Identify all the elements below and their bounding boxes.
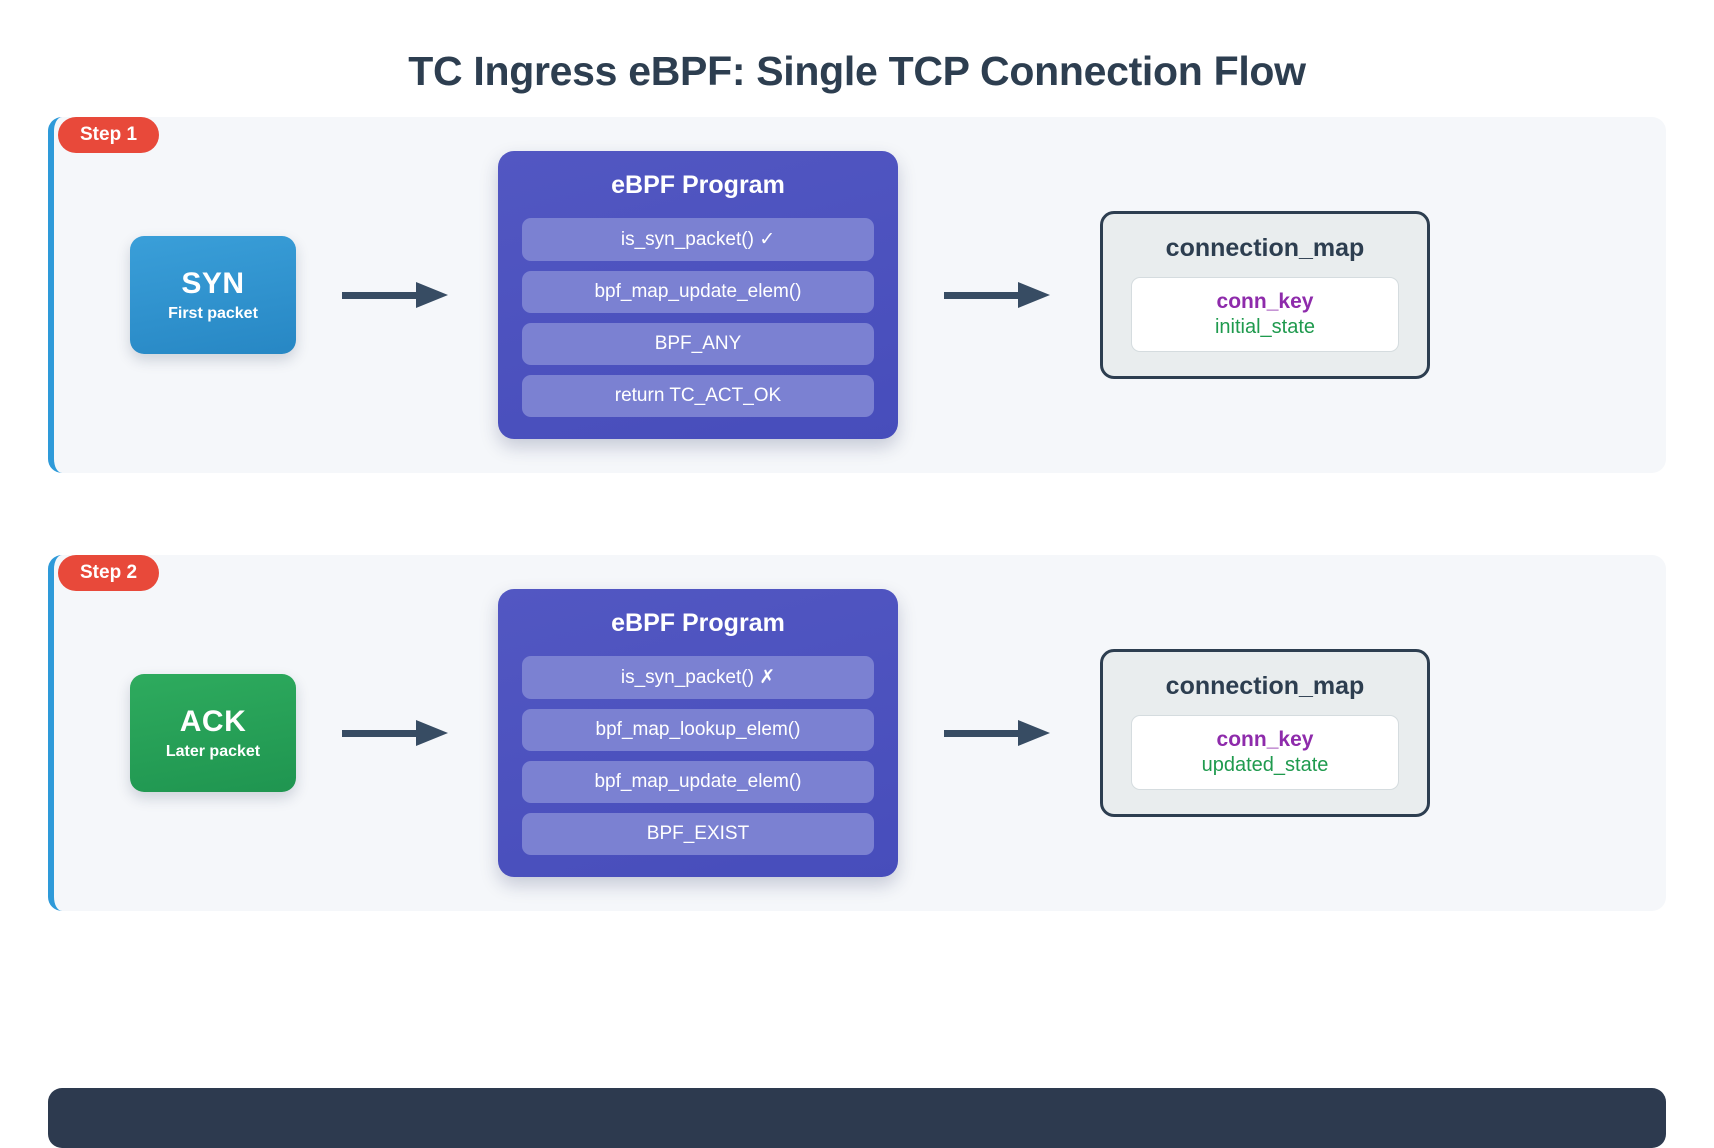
ebpf-step-item: bpf_map_update_elem() (522, 271, 874, 313)
arrow-shaft (342, 292, 420, 299)
arrow-shaft (944, 730, 1022, 737)
ebpf-step-item: bpf_map_lookup_elem() (522, 709, 874, 751)
ebpf-step-item: return TC_ACT_OK (522, 375, 874, 417)
connection-map-title: connection_map (1165, 234, 1365, 262)
step-body-1: SYN First packet eBPF Program is_syn_pac… (48, 117, 1666, 473)
packet-label: SYN (181, 267, 245, 300)
flow-arrow-right-icon (342, 720, 452, 746)
connection-map-value: initial_state (1214, 316, 1316, 338)
ebpf-step-item: is_syn_packet() ✓ (522, 218, 874, 261)
packet-card-ack: ACK Later packet (130, 674, 296, 792)
ebpf-step-item: BPF_EXIST (522, 813, 874, 855)
section-gap (0, 473, 1714, 533)
flow-arrow-right-icon (944, 720, 1054, 746)
bottom-section-bar (48, 1088, 1666, 1148)
packet-card-syn: SYN First packet (130, 236, 296, 354)
page-title: TC Ingress eBPF: Single TCP Connection F… (408, 48, 1306, 94)
connection-map-entry: conn_key initial_state (1131, 277, 1399, 352)
step-section-1: Step 1 SYN First packet eBPF Program is_… (48, 117, 1666, 473)
arrow-head (416, 282, 448, 308)
packet-sublabel: Later packet (165, 743, 261, 760)
ebpf-program-title: eBPF Program (611, 171, 785, 199)
ebpf-program-title: eBPF Program (611, 609, 785, 637)
connection-map-card-1: connection_map conn_key initial_state (1100, 211, 1430, 379)
flow-arrow-right-icon (342, 282, 452, 308)
ebpf-step-item: BPF_ANY (522, 323, 874, 365)
arrow-head (1018, 720, 1050, 746)
connection-map-entry: conn_key updated_state (1131, 715, 1399, 790)
connection-map-value: updated_state (1201, 754, 1329, 776)
step-section-2: Step 2 ACK Later packet eBPF Program is_… (48, 555, 1666, 911)
ebpf-program-card-1: eBPF Program is_syn_packet() ✓ bpf_map_u… (498, 151, 898, 439)
connection-map-key: conn_key (1216, 728, 1314, 751)
arrow-shaft (342, 730, 420, 737)
packet-sublabel: First packet (168, 305, 258, 322)
ebpf-program-card-2: eBPF Program is_syn_packet() ✗ bpf_map_l… (498, 589, 898, 877)
arrow-head (1018, 282, 1050, 308)
connection-map-card-2: connection_map conn_key updated_state (1100, 649, 1430, 817)
arrow-shaft (944, 292, 1022, 299)
ebpf-step-item: is_syn_packet() ✗ (522, 656, 874, 699)
connection-map-title: connection_map (1165, 672, 1365, 700)
ebpf-step-item: bpf_map_update_elem() (522, 761, 874, 803)
arrow-head (416, 720, 448, 746)
step-badge-2: Step 2 (58, 555, 160, 591)
connection-map-key: conn_key (1216, 290, 1314, 313)
packet-label: ACK (179, 705, 247, 738)
step-badge-1: Step 1 (58, 117, 160, 153)
flow-arrow-right-icon (944, 282, 1054, 308)
step-body-2: ACK Later packet eBPF Program is_syn_pac… (48, 555, 1666, 911)
